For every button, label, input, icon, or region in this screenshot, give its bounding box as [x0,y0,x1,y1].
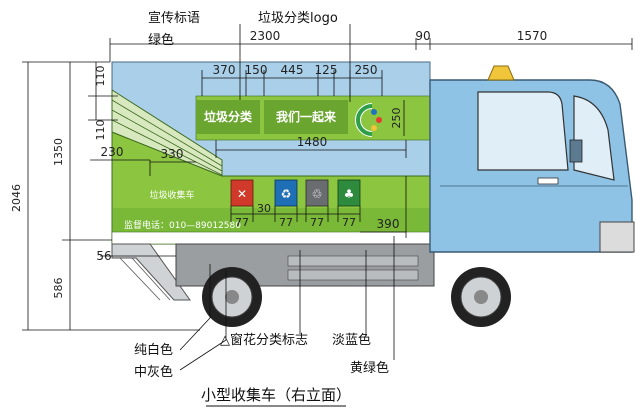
dim-250-v: 250 [390,108,403,129]
panel-together-text: 我们一起来 [276,109,337,124]
waste-icon-green: ♣ [337,179,361,207]
dim-77-c: 77 [310,216,324,229]
dim-56: 56 [96,249,111,263]
svg-text:✕: ✕ [237,187,247,201]
label-pattern: △窗花分类标志 [220,332,308,348]
dim-250: 250 [355,63,378,77]
rear-lift-frame [111,243,191,301]
dim-lower-height: 586 [52,278,65,299]
front-wheel [451,267,511,327]
panel-collect-text: 垃圾收集车 [149,189,194,201]
dim-top-gap: 90 [415,29,430,43]
door-handle [537,177,559,185]
dim-370: 370 [213,63,236,77]
panel-phone-text: 监督电话：010—89012580 [124,219,241,231]
svg-text:♣: ♣ [344,187,355,201]
label-logo: 垃圾分类logo [258,11,338,26]
dim-125: 125 [315,63,338,77]
dim-330: 330 [161,147,184,161]
front-bumper [599,221,635,253]
label-yellowgreen: 黄绿色 [350,360,389,376]
drawing-title: 小型收集车（右立面） [201,386,351,404]
panel-sort-text: 垃圾分类 [204,109,253,124]
together-panel [264,100,348,134]
rear-wheel [202,267,262,327]
dimension-lines [22,24,633,371]
waste-icon-gray: ♲ [305,179,329,207]
sort-panel [196,100,260,134]
white-stripe [111,231,431,245]
dim-total-height: 2046 [10,184,23,212]
dim-77-d: 77 [342,216,356,229]
dim-1480: 1480 [297,135,328,149]
dim-77-b: 77 [279,216,293,229]
svg-text:♻: ♻ [281,187,292,201]
dim-390: 390 [377,217,400,231]
label-lightblue: 淡蓝色 [332,332,371,348]
dim-445: 445 [281,63,304,77]
label-white: 纯白色 [134,342,173,358]
cab-window [477,91,569,171]
container-body [111,61,431,301]
label-gray: 中灰色 [134,364,173,380]
dim-110-a: 110 [94,66,107,87]
cab [429,65,635,253]
label-slogan: 宣传标语 [148,10,200,26]
dim-top-cab: 1570 [517,29,548,43]
dark-green-edge [112,208,430,232]
roof-beacon [487,65,515,81]
dim-110-b: 110 [94,120,107,141]
dim-top-body: 2300 [250,29,281,43]
dim-upper-height: 1350 [52,138,65,166]
waste-icon-red: ✕ [230,179,254,207]
dim-77-a: 77 [235,216,249,229]
waste-icon-blue: ♻ [274,179,298,207]
sort-logo-icon [355,103,382,137]
svg-text:♲: ♲ [312,187,323,201]
label-green: 绿色 [148,32,174,48]
dim-30: 30 [257,202,271,215]
side-mirror [569,139,583,163]
dim-230: 230 [101,145,124,159]
dim-150: 150 [245,63,268,77]
